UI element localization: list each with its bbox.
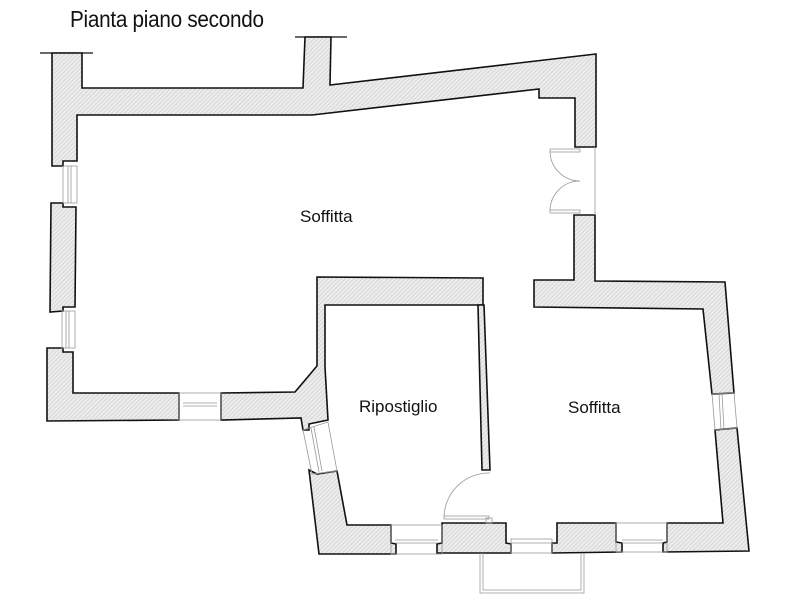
- wall-bottom-center-right: [551, 522, 623, 554]
- door-ripostiglio: [443, 472, 493, 524]
- window-left-lower: [61, 310, 76, 349]
- balcony: [479, 553, 585, 594]
- wall-bottom-left: [46, 347, 180, 422]
- room-label-soffitta-main: Soffitta: [300, 207, 353, 226]
- wall-bottom-middle: [436, 522, 512, 554]
- window-ripostiglio-bottom: [390, 524, 443, 555]
- wall-ripostiglio-top: [220, 276, 484, 431]
- window-left-upper: [62, 165, 78, 204]
- wall-top: [51, 36, 597, 167]
- window-bottom-right: [615, 522, 668, 553]
- wall-ripostiglio-right: [477, 304, 491, 471]
- window-bottom-center: [510, 538, 553, 554]
- wall-left-middle: [49, 202, 77, 313]
- wall-bottom-right: [662, 427, 750, 553]
- room-label-soffitta-right: Soffitta: [568, 398, 621, 417]
- plan-title: Pianta piano secondo: [70, 6, 264, 32]
- room-label-ripostiglio: Ripostiglio: [359, 397, 437, 416]
- window-bottom-left: [178, 392, 222, 421]
- window-ripostiglio-left: [302, 421, 338, 475]
- window-right: [711, 392, 738, 431]
- double-door-right: [549, 147, 596, 215]
- wall-ripostiglio-bottom-left: [308, 468, 397, 555]
- wall-right-upper: [533, 214, 735, 395]
